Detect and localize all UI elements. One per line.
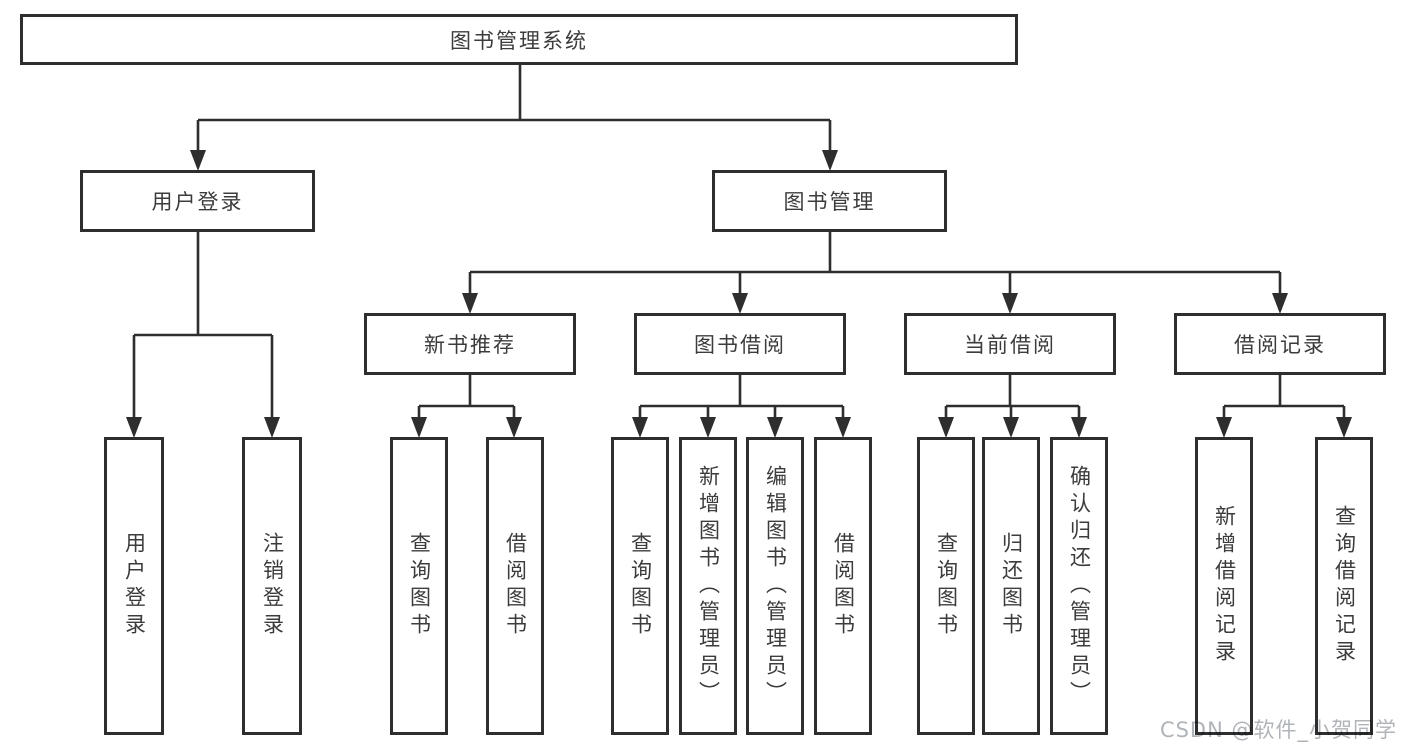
leaf-add-borrow-record: 新增借阅记录 — [1195, 437, 1253, 735]
node-book-management-branch: 图书管理 — [712, 170, 947, 232]
arrowheads — [126, 150, 1352, 438]
csdn-watermark: CSDN @软件_小贺同学 — [1159, 718, 1397, 742]
leaf-edit-books-admin: 编辑图书（管理员） — [746, 437, 804, 735]
node-new-book-recommend: 新书推荐 — [364, 313, 576, 375]
node-borrow-records: 借阅记录 — [1174, 313, 1386, 375]
leaf-user-login: 用户登录 — [104, 437, 164, 735]
leaf-add-books-admin: 新增图书（管理员） — [679, 437, 737, 735]
leaf-borrow-books: 借阅图书 — [814, 437, 872, 735]
leaf-current-query-books: 查询图书 — [917, 437, 975, 735]
leaf-logout: 注销登录 — [242, 437, 302, 735]
leaf-borrow-query-books: 查询图书 — [611, 437, 669, 735]
leaf-confirm-return-admin: 确认归还（管理员） — [1050, 437, 1108, 735]
leaf-recommend-query-books: 查询图书 — [390, 437, 448, 735]
node-user-login-branch: 用户登录 — [80, 170, 315, 232]
node-system-root: 图书管理系统 — [20, 14, 1018, 65]
node-current-borrow: 当前借阅 — [904, 313, 1116, 375]
leaf-query-borrow-record: 查询借阅记录 — [1315, 437, 1373, 735]
node-book-borrow: 图书借阅 — [634, 313, 846, 375]
leaf-recommend-borrow-books: 借阅图书 — [486, 437, 544, 735]
leaf-return-books: 归还图书 — [982, 437, 1040, 735]
